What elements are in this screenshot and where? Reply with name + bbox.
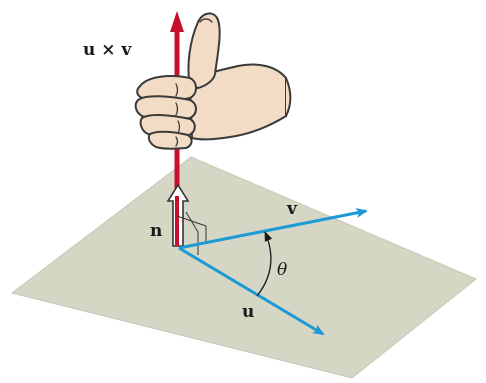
cross-product-arrowhead — [170, 11, 184, 32]
vector-v — [178, 208, 368, 250]
right-hand-thumbs-up-icon — [134, 12, 292, 150]
right-angle-marker-v — [176, 215, 207, 244]
normal-label: n — [150, 221, 162, 241]
u-label: u — [242, 302, 254, 322]
right-angle-marker-u — [185, 211, 199, 255]
angle-arc — [256, 231, 273, 297]
vector-u — [178, 246, 325, 336]
cross-product-label: u × v — [83, 40, 132, 60]
plane — [10, 156, 477, 379]
angle-label: θ — [277, 260, 287, 280]
v-label: v — [286, 199, 298, 219]
